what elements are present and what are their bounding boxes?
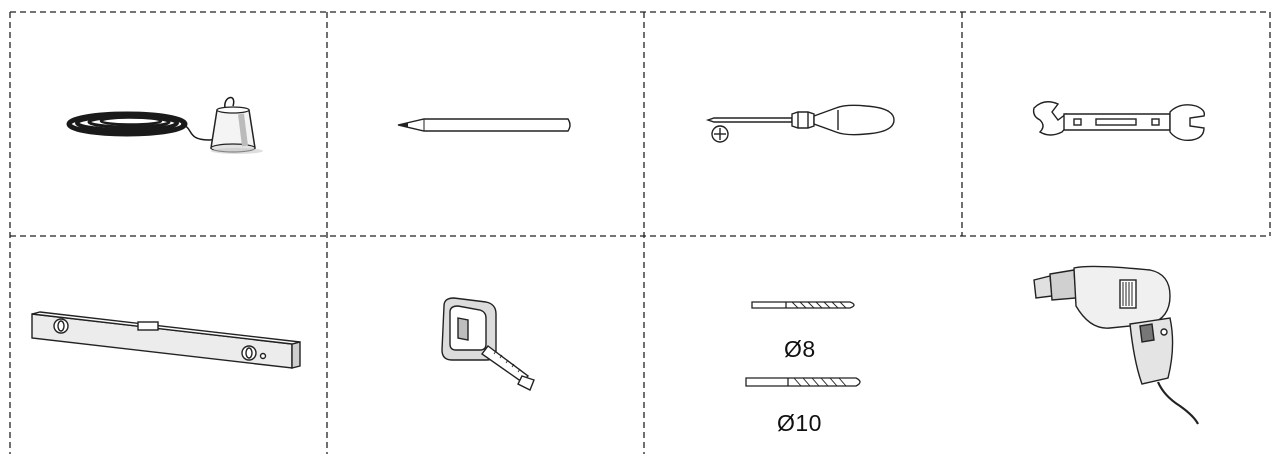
spirit-level-icon xyxy=(31,311,301,369)
drill-bits-icon xyxy=(745,301,861,387)
screwdriver-icon xyxy=(705,104,895,143)
wrench-icon xyxy=(1032,101,1206,142)
drill-bit-10-label: Ø10 xyxy=(777,410,822,436)
electric-drill-icon xyxy=(1033,265,1199,425)
pencil-icon xyxy=(397,118,571,132)
drill-bit-8-label: Ø8 xyxy=(784,336,816,362)
tape-measure-icon xyxy=(441,297,535,391)
plumb-line-icon xyxy=(66,96,263,154)
